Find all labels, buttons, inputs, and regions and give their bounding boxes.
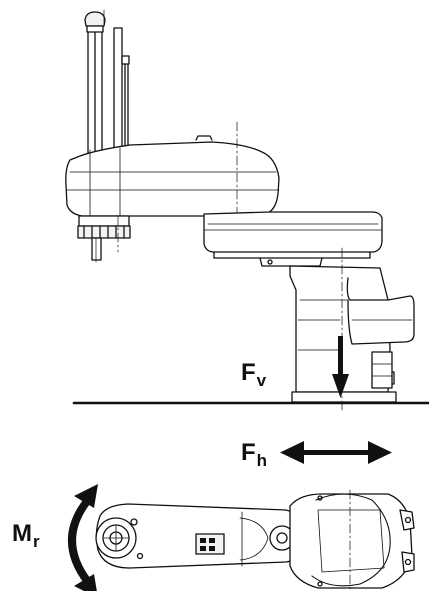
z-spline-shaft [84,9,130,161]
arm-1-side-view [203,211,383,267]
vertical-force-label: Fv [241,359,266,390]
vertical-force-subscript: v [256,371,267,390]
horizontal-force-symbol: F [241,439,256,466]
horizontal-force-arrow [280,441,392,464]
arm-2-side-view [65,121,280,217]
tool-flange [77,215,131,263]
vertical-force-arrow [332,336,349,398]
robot-base [289,247,415,411]
horizontal-force-subscript: h [256,451,268,470]
moment-label: Mr [12,520,40,551]
robot-top-view [95,489,415,591]
moment-symbol: M [12,520,32,547]
rotation-moment-arrow [68,484,98,591]
horizontal-force-label: Fh [241,439,267,470]
moment-subscript: r [33,532,40,551]
vertical-force-symbol: F [241,359,256,386]
